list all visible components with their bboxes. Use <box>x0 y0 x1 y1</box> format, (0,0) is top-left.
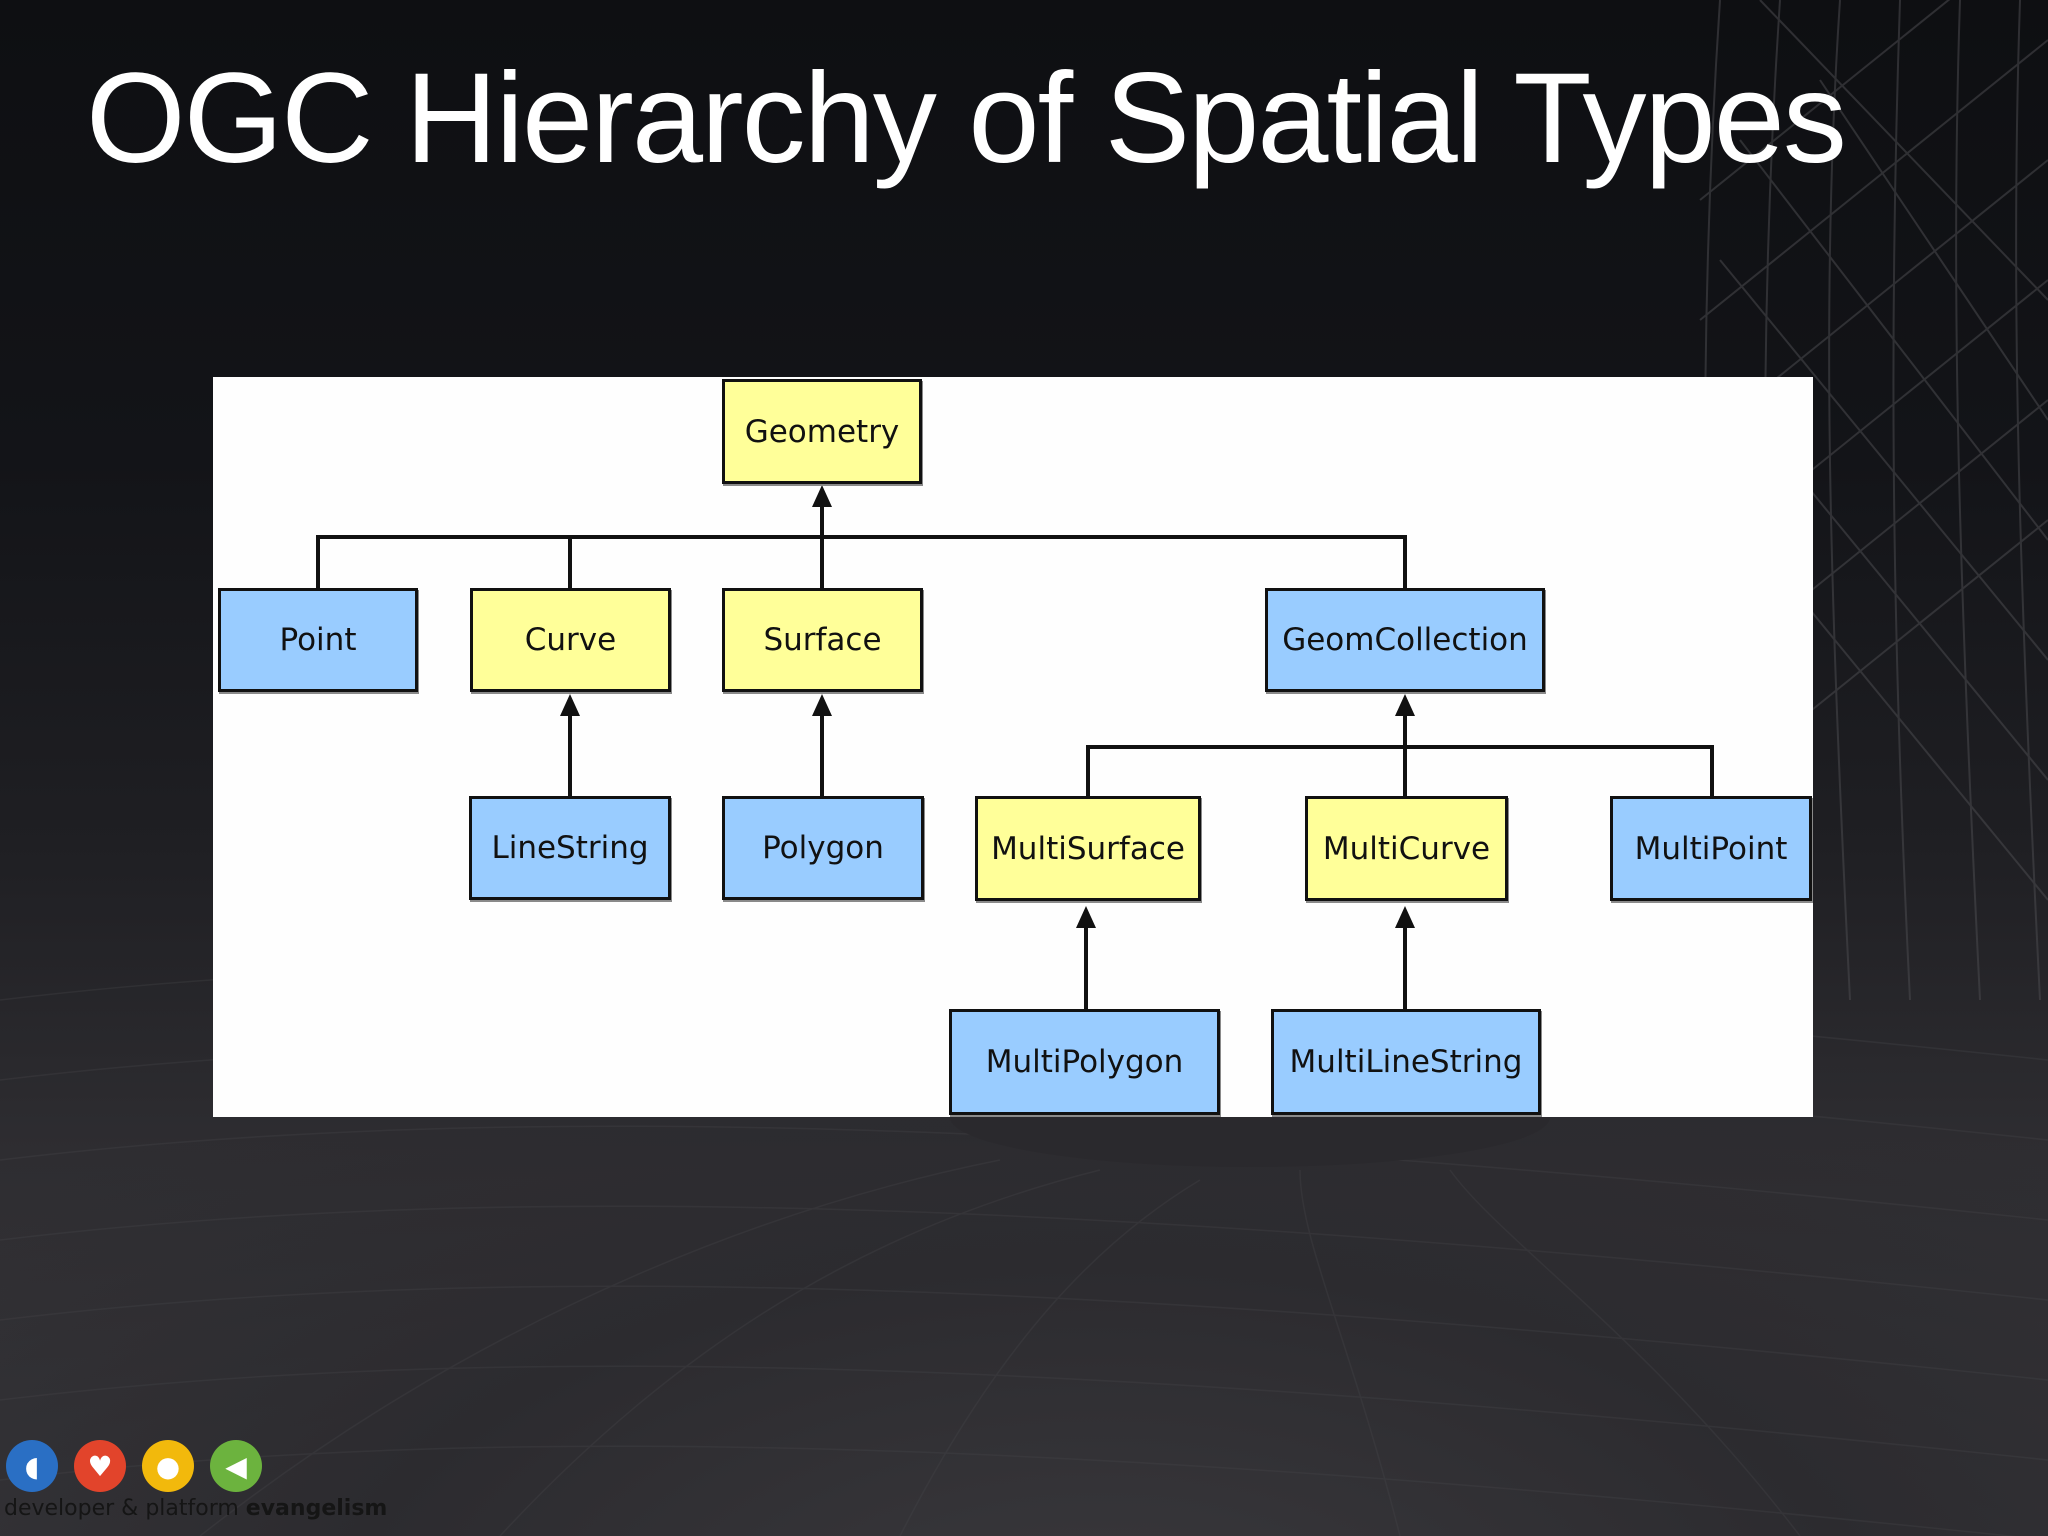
node-label: Polygon <box>762 830 884 866</box>
arrowhead-icon <box>560 694 580 716</box>
brand-icons: ◖ ♥ ● ◀ <box>6 1440 387 1492</box>
node-linestring: LineString <box>469 796 671 900</box>
node-label: MultiPoint <box>1634 830 1788 867</box>
megaphone-icon: ◀ <box>210 1440 262 1492</box>
arrowhead-icon <box>812 485 832 507</box>
ear-icon: ◖ <box>6 1440 58 1492</box>
arrowhead-icon <box>812 694 832 716</box>
node-label: MultiPolygon <box>985 1044 1184 1080</box>
node-label: Curve <box>524 622 617 658</box>
arrowhead-icon <box>1395 906 1415 928</box>
node-label: MultiCurve <box>1322 830 1491 867</box>
brand-tagline: developer & platform evangelism <box>4 1496 388 1521</box>
lightbulb-icon: ● <box>142 1440 194 1492</box>
footer-branding: ◖ ♥ ● ◀ developer & platform evangelism <box>4 1440 387 1521</box>
node-label: MultiLineString <box>1289 1044 1523 1080</box>
node-multicurve: MultiCurve <box>1305 796 1508 901</box>
node-label: MultiSurface <box>991 830 1185 867</box>
node-surface: Surface <box>722 588 923 692</box>
node-polygon: Polygon <box>722 796 924 900</box>
node-curve: Curve <box>470 588 671 692</box>
node-multilinestring: MultiLineString <box>1271 1009 1541 1115</box>
node-point: Point <box>218 588 418 692</box>
node-label: Point <box>279 622 357 658</box>
node-multisurface: MultiSurface <box>975 796 1201 901</box>
node-label: GeomCollection <box>1282 622 1528 658</box>
arrowhead-icon <box>1395 694 1415 716</box>
heart-icon: ♥ <box>74 1440 126 1492</box>
arrowhead-icon <box>1076 906 1096 928</box>
node-label: LineString <box>491 830 649 866</box>
node-label: Surface <box>763 622 882 658</box>
node-geomcollection: GeomCollection <box>1265 588 1545 692</box>
node-label: Geometry <box>744 413 900 450</box>
node-multipoint: MultiPoint <box>1610 796 1812 901</box>
slide-title: OGC Hierarchy of Spatial Types <box>86 47 1847 190</box>
node-multipolygon: MultiPolygon <box>949 1009 1220 1115</box>
node-geometry: Geometry <box>722 379 922 484</box>
